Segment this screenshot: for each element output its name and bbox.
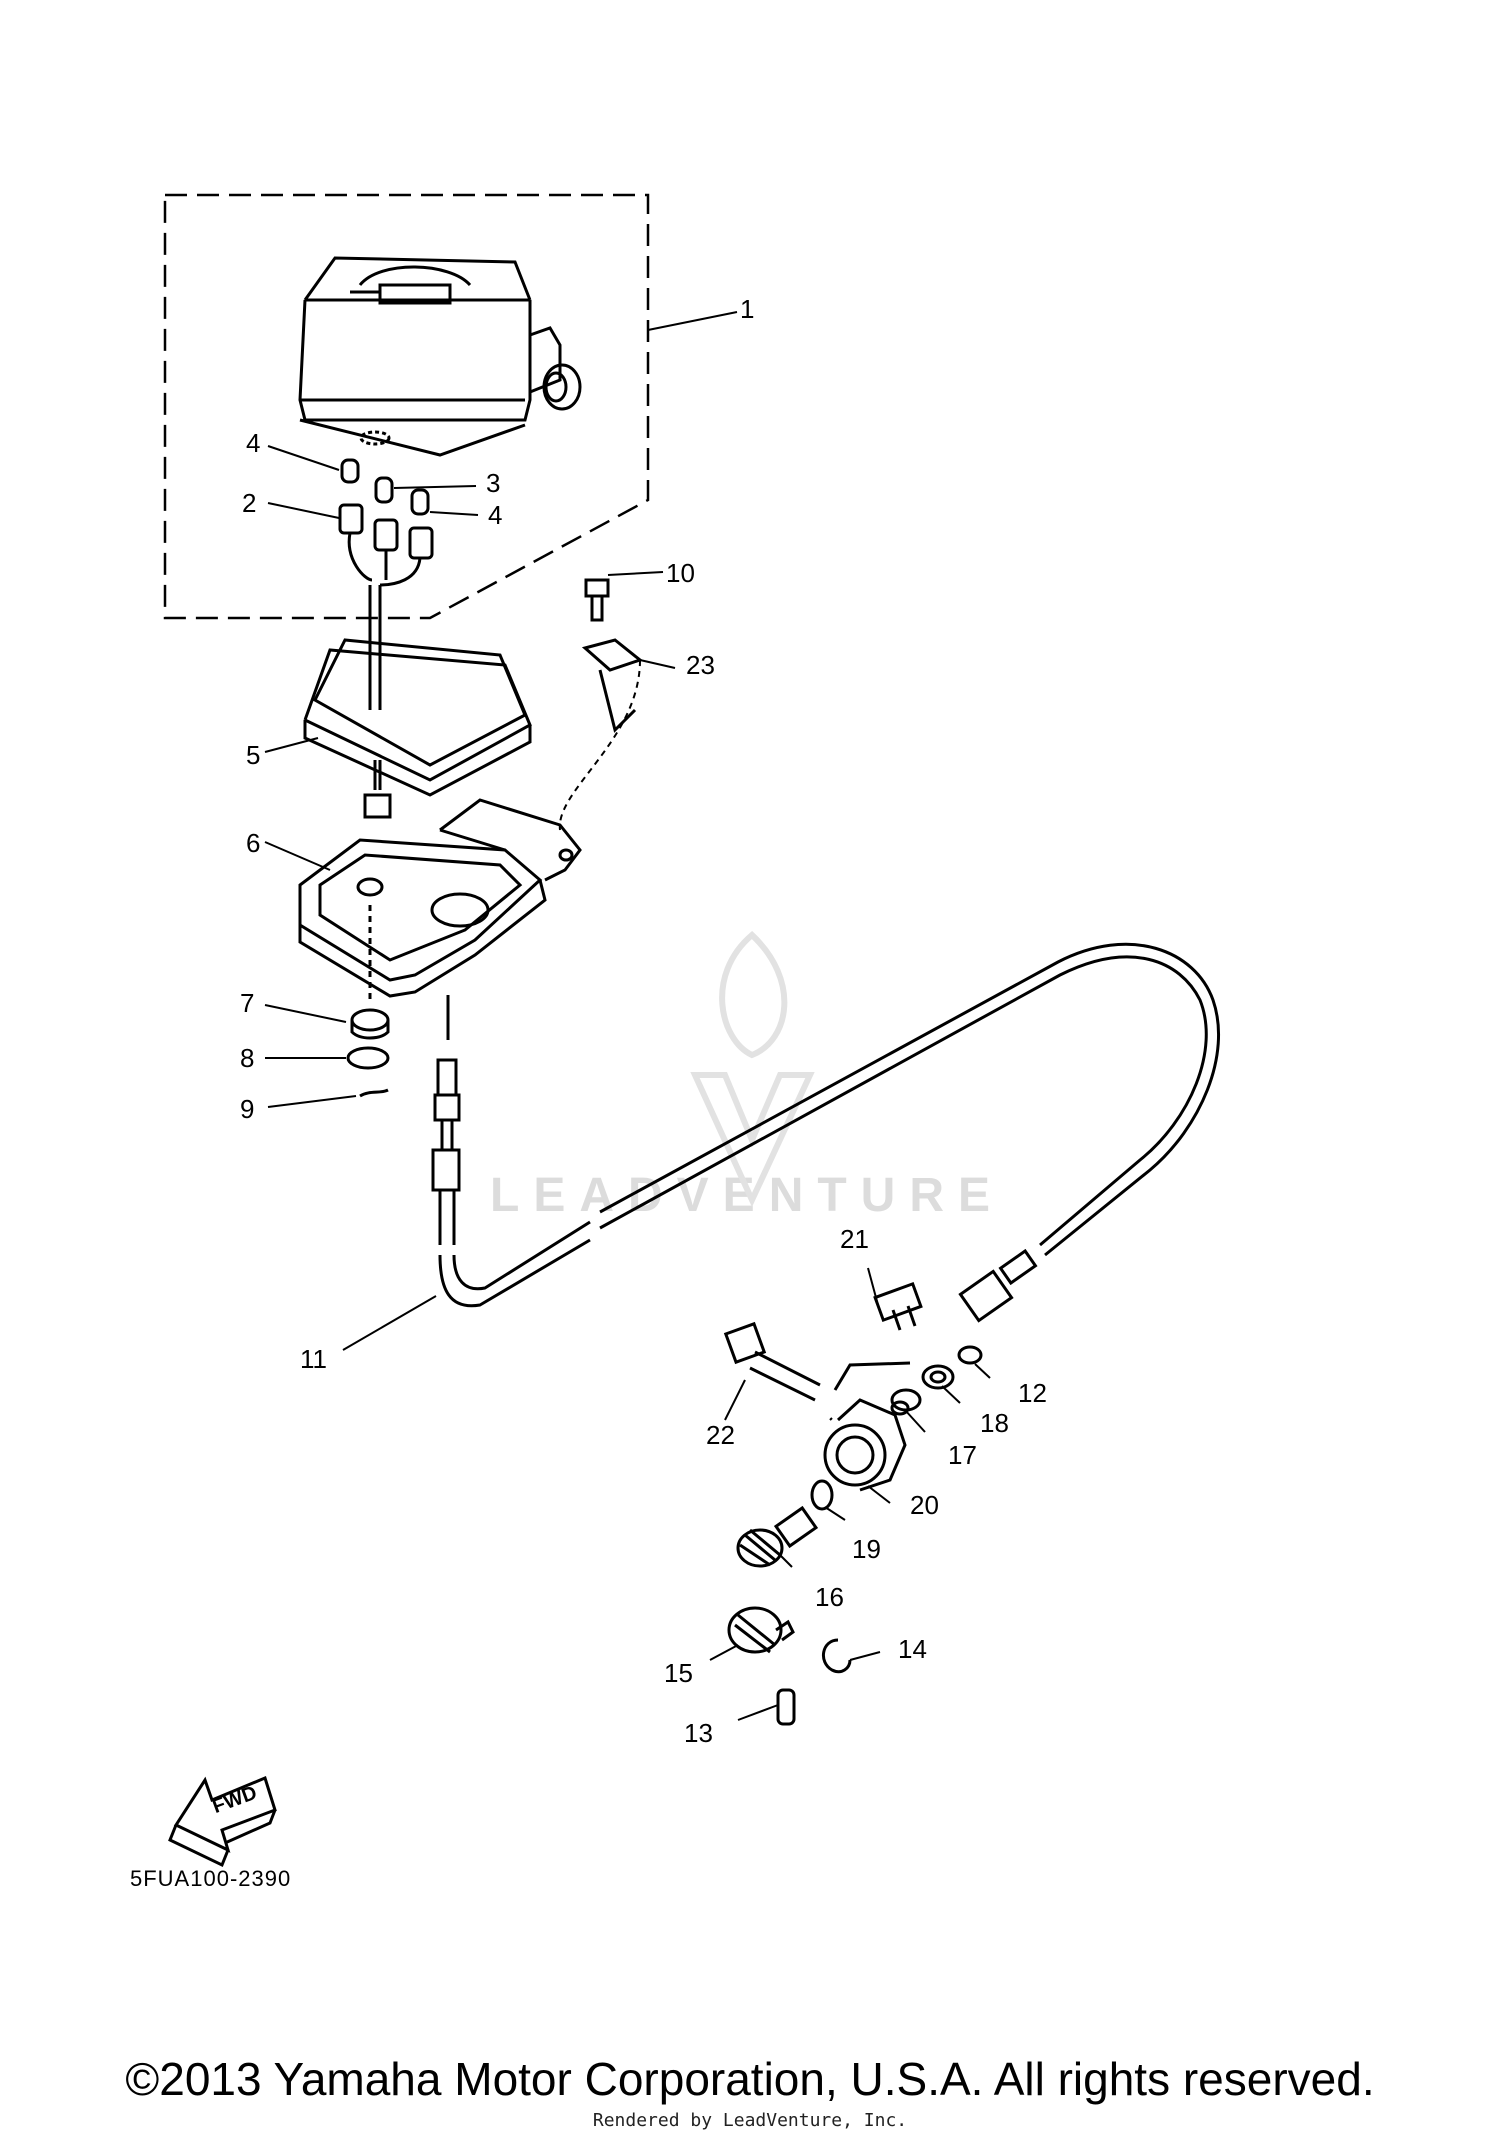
- callout-2: 2: [242, 488, 257, 518]
- callout-15: 15: [664, 1658, 693, 1688]
- bulb-parts: [338, 458, 434, 710]
- callout-20: 20: [910, 1490, 939, 1520]
- callout-1: 1: [740, 294, 755, 324]
- drive-gear-parts: [727, 1505, 852, 1726]
- rendered-by-notice: Rendered by LeadVenture, Inc.: [592, 2110, 908, 2131]
- callout-23: 23: [686, 650, 715, 680]
- meter-assembly-part: [298, 256, 582, 457]
- drawing-code: 5FUA100-2390: [130, 1866, 292, 1891]
- callout-6: 6: [246, 828, 261, 858]
- watermark-logo: [690, 930, 815, 1208]
- copyright-notice: ©2013 Yamaha Motor Corporation, U.S.A. A…: [125, 2053, 1375, 2105]
- callout-4b: 4: [488, 500, 503, 530]
- callout-12: 12: [1018, 1378, 1047, 1408]
- callout-18: 18: [980, 1408, 1009, 1438]
- callout-22: 22: [706, 1420, 735, 1450]
- callout-10: 10: [666, 558, 695, 588]
- assembly-boundary: [163, 193, 650, 620]
- callout-16: 16: [815, 1582, 844, 1612]
- speedometer-cable-part: [431, 942, 1221, 1323]
- callout-9: 9: [240, 1094, 255, 1124]
- callout-3: 3: [486, 468, 501, 498]
- gear-housing-parts: [723, 1281, 983, 1511]
- callout-17: 17: [948, 1440, 977, 1470]
- callout-4a: 4: [246, 428, 261, 458]
- washer-part: [346, 1046, 390, 1070]
- callout-5: 5: [246, 740, 261, 770]
- callout-19: 19: [852, 1534, 881, 1564]
- callout-11: 11: [300, 1344, 327, 1374]
- grommet-part: [350, 1008, 390, 1032]
- callout-21: 21: [840, 1224, 869, 1254]
- callout-13: 13: [684, 1718, 713, 1748]
- callout-8: 8: [240, 1043, 255, 1073]
- fwd-arrow-icon: [168, 1775, 277, 1868]
- leader-lines: [264, 311, 991, 1721]
- bolt-and-bracket-parts: [558, 578, 644, 831]
- meter-gasket-part: [303, 638, 532, 819]
- callout-7: 7: [240, 988, 255, 1018]
- callout-14: 14: [898, 1634, 927, 1664]
- clip-part: [359, 1088, 389, 1098]
- meter-bracket-part: [298, 798, 582, 998]
